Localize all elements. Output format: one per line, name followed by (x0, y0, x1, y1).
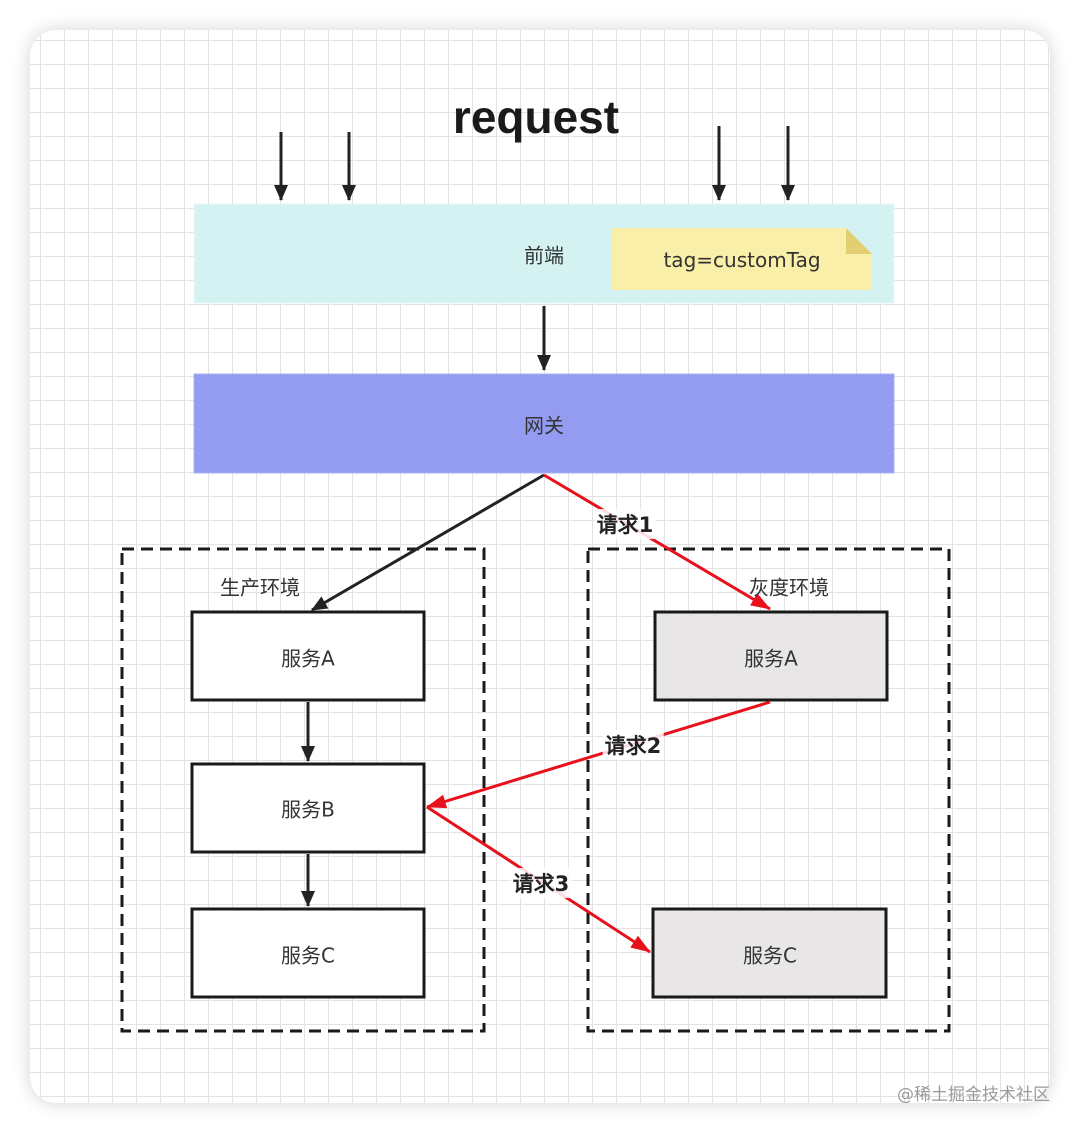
tag-note (612, 228, 872, 290)
incoming-request-arrows (274, 126, 795, 201)
request-2-label: 请求2 (602, 730, 664, 760)
gray-service-c-box (651, 907, 888, 999)
request-1-label: 请求1 (594, 509, 656, 539)
watermark: @稀土掘金技术社区 (897, 1085, 1050, 1105)
gray-env-label: 灰度环境 (749, 575, 829, 600)
prod-service-a-label: 服务A (281, 646, 335, 671)
prod-service-a-box (190, 610, 426, 702)
gray-env-group (586, 547, 951, 1033)
request-1-edge (543, 473, 771, 611)
gateway-label: 网关 (524, 413, 564, 438)
diagram-title: request (452, 91, 620, 143)
gray-service-a-label: 服务A (744, 646, 798, 671)
gray-service-c-label: 服务C (743, 943, 797, 968)
request-2-edge (426, 700, 771, 809)
frontend-label: 前端 (524, 243, 564, 268)
production-env-group (120, 547, 486, 1033)
gateway-box (193, 373, 895, 474)
request-3-label: 请求3 (510, 868, 572, 898)
prod-service-b-box (190, 762, 426, 854)
prod-service-b-label: 服务B (281, 797, 335, 822)
gateway-to-prod-a-arrow (311, 473, 545, 612)
prod-service-c-label: 服务C (281, 943, 335, 968)
tag-note-label: tag=customTag (663, 248, 821, 272)
production-env-label: 生产环境 (220, 575, 300, 600)
prod-service-c-box (190, 907, 426, 999)
gray-service-a-box (653, 610, 889, 702)
